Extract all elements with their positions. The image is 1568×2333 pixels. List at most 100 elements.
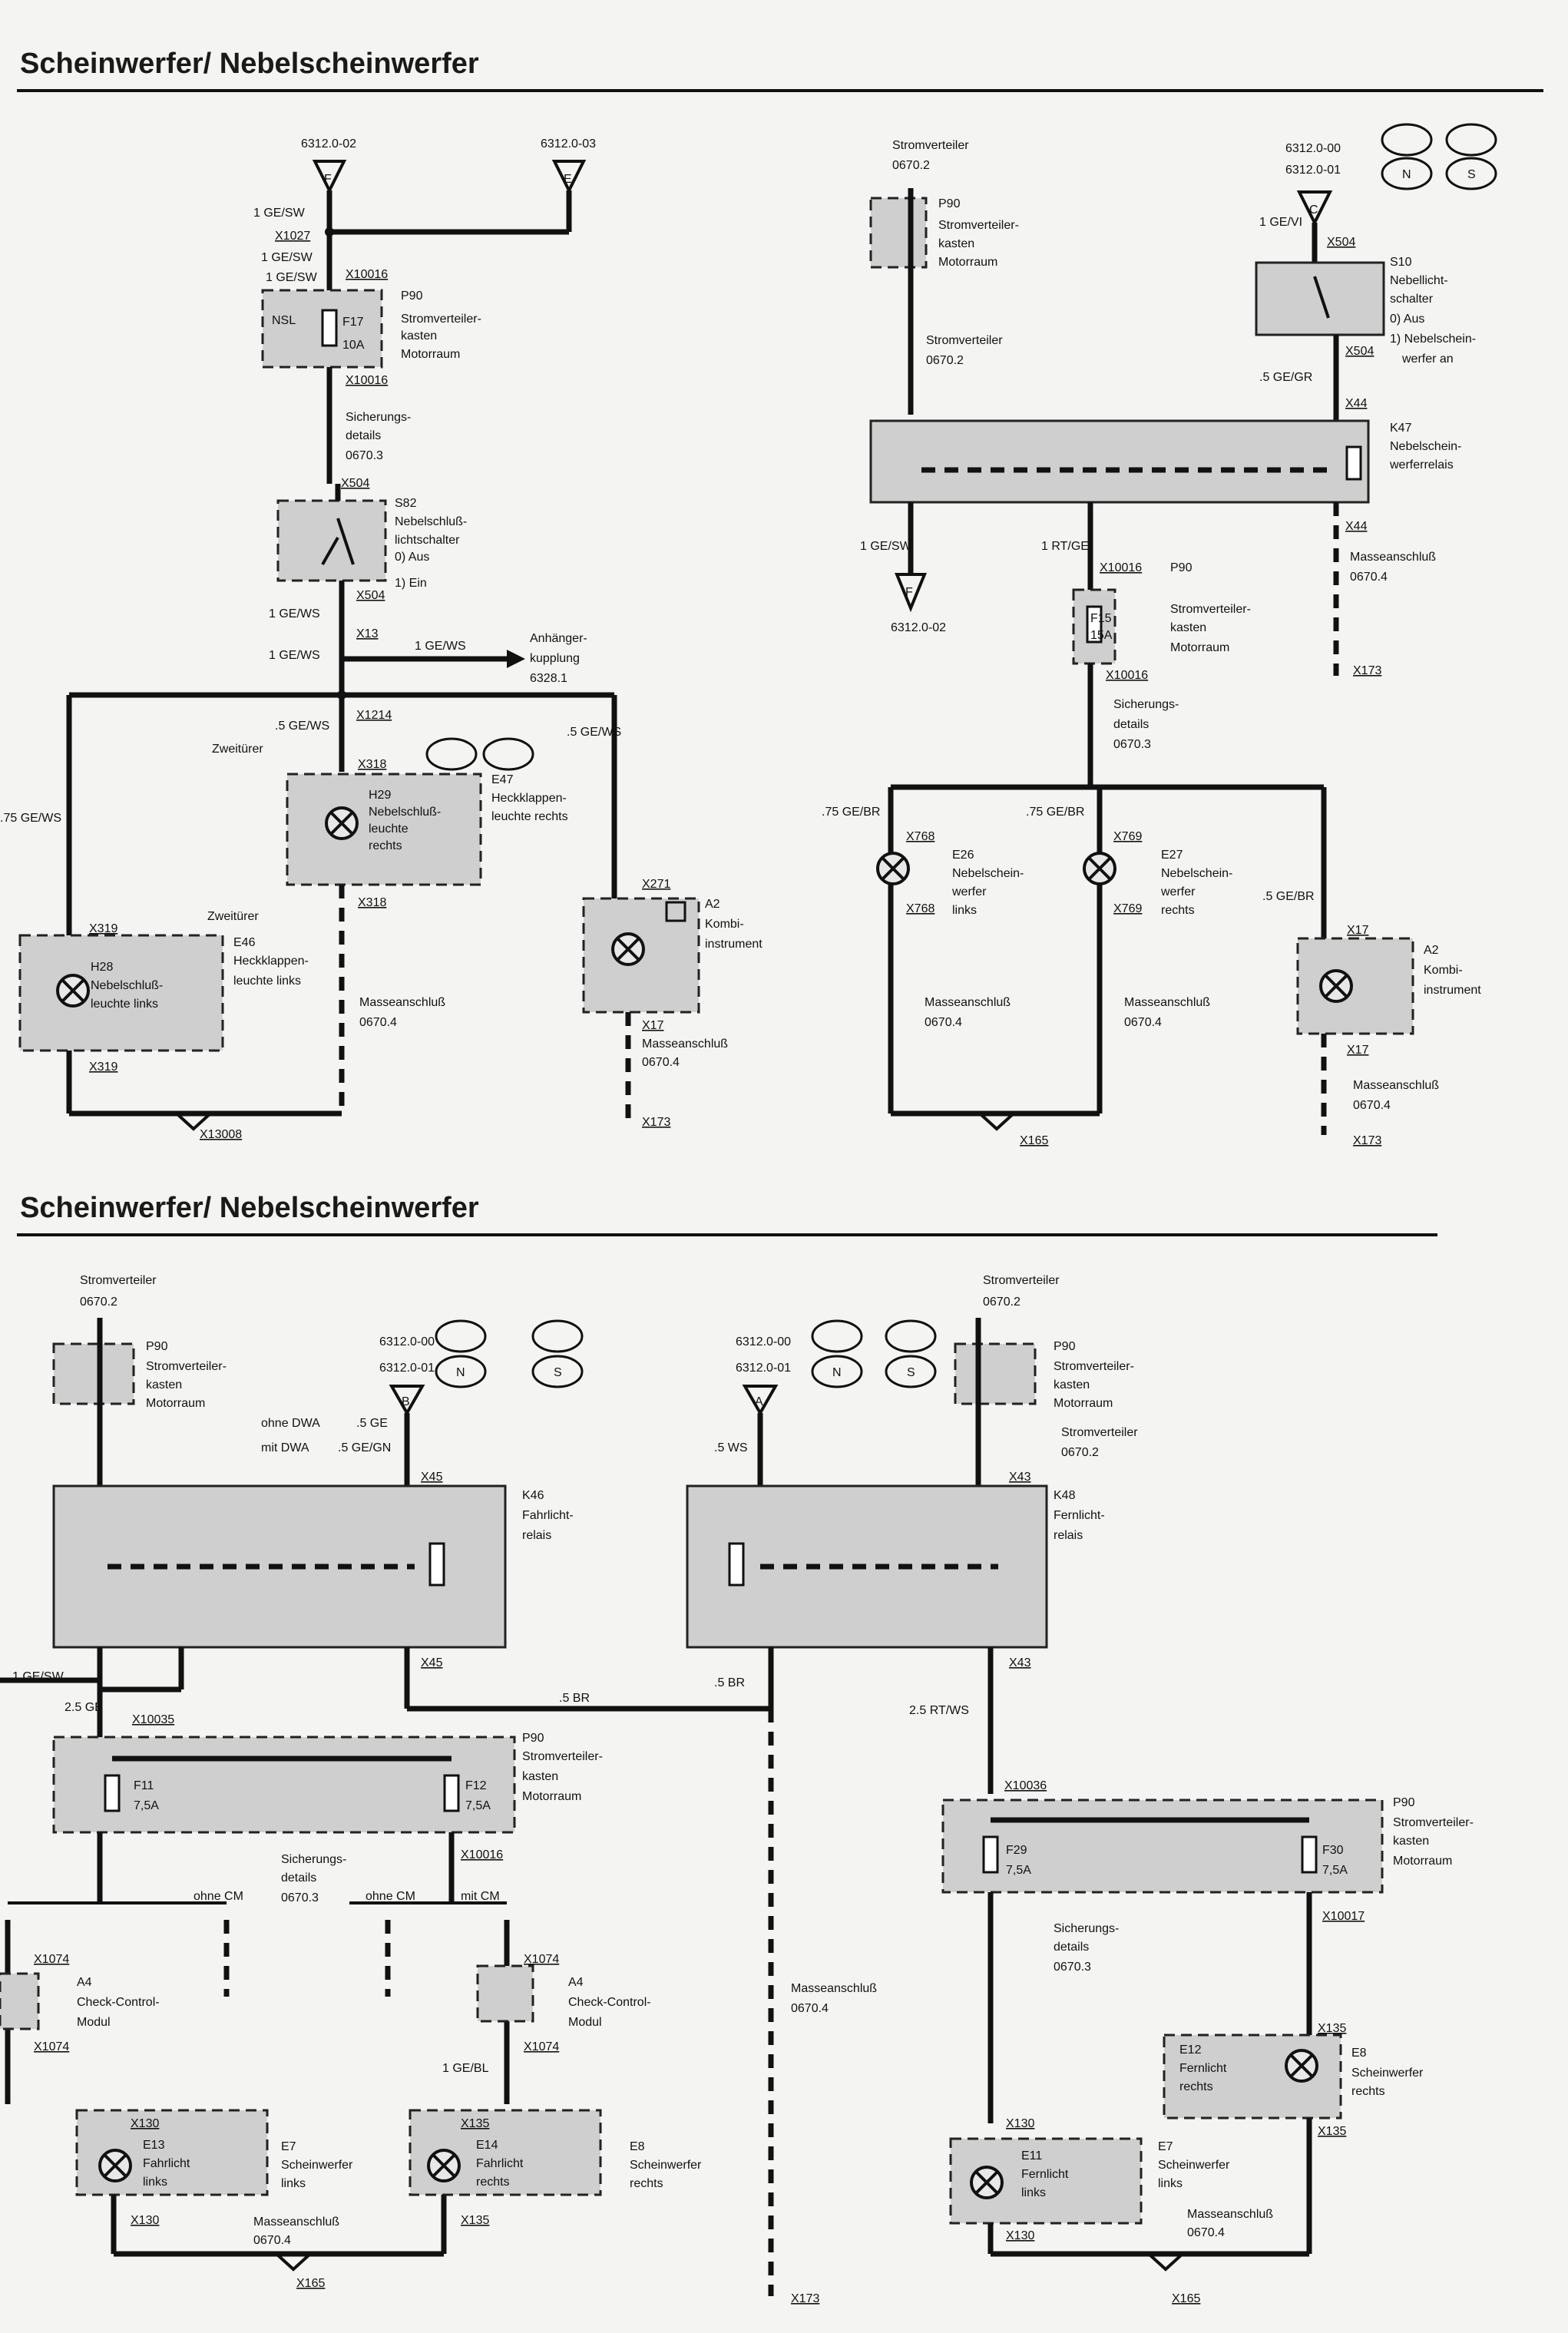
diagram-label: kupplung	[530, 652, 580, 665]
car-badge-icon	[811, 1355, 863, 1388]
diagram-label: 1 RT/GE	[1041, 540, 1089, 553]
diagram-label: .5 GE/WS	[275, 720, 329, 733]
diagram-label: Modul	[77, 2016, 111, 2029]
diagram-label: X165	[1020, 1134, 1048, 1147]
diagram-label: X45	[421, 1471, 443, 1484]
diagram-label: X17	[642, 1019, 664, 1032]
diagram-label: 6312.0-00	[379, 1335, 435, 1349]
diagram-label: 6312.0-03	[541, 137, 596, 151]
diagram-label: rechts	[1179, 2080, 1213, 2093]
diagram-label: F15	[1090, 612, 1112, 625]
fuse-icon	[104, 1774, 121, 1812]
diagram-label: 0670.4	[1353, 1099, 1391, 1112]
diagram-label: 7,5A	[1006, 1864, 1031, 1877]
diagram-label: .5 BR	[559, 1692, 590, 1705]
connector-arrow-icon	[895, 573, 927, 613]
diagram-label: X173	[791, 2292, 819, 2305]
diagram-label: links	[281, 2177, 306, 2190]
connector-arrow-icon	[312, 160, 347, 194]
diagram-label: Nebelschein-	[1161, 867, 1232, 880]
section-fog-rear: F E	[18, 160, 700, 1131]
diagram-label: Nebelschein-	[952, 867, 1024, 880]
diagram-label: .5 WS	[714, 1441, 748, 1454]
diagram-label: werferrelais	[1389, 458, 1454, 472]
diagram-label: X271	[642, 878, 670, 891]
diagram-label: X43	[1009, 1471, 1031, 1484]
diagram-label: schalter	[1390, 293, 1434, 306]
diagram-label: 1 GE/SW	[860, 540, 912, 553]
car-badge-icon	[1381, 157, 1433, 190]
diagram-label: 7,5A	[1322, 1864, 1348, 1877]
ground-icon	[1147, 2252, 1184, 2272]
diagram-label: X10016	[461, 1848, 503, 1861]
diagram-label: Stromverteiler	[926, 334, 1003, 347]
diagram-label: Check-Control-	[568, 1996, 651, 2009]
diagram-label: 1 GE/VI	[1259, 216, 1302, 229]
diagram-label: leuchte	[369, 822, 409, 836]
fuse-icon	[1086, 605, 1103, 644]
diagram-label: werfer	[1160, 885, 1196, 898]
check-control-box	[0, 1972, 40, 2030]
diagram-label: Sicherungs-	[1113, 698, 1179, 711]
diagram-label: .5 GE/GR	[1259, 371, 1312, 384]
diagram-label: X10017	[1322, 1910, 1365, 1923]
diagram-label: 6312.0-01	[1285, 164, 1341, 177]
diagram-label: X768	[906, 830, 935, 843]
diagram-label: S82	[395, 497, 417, 510]
diagram-label: E8	[630, 2140, 645, 2153]
diagram-label: .5 GE/BR	[1262, 890, 1315, 903]
diagram-label: links	[952, 904, 977, 917]
diagram-label: 15A	[1090, 629, 1113, 642]
diagram-label: rechts	[1161, 904, 1195, 917]
diagram-label: Motorraum	[522, 1790, 581, 1803]
diagram-label: Stromverteiler	[1061, 1426, 1138, 1439]
diagram-label: ohne DWA	[261, 1417, 320, 1430]
diagram-label: X165	[296, 2277, 325, 2290]
diagram-label: Stromverteiler	[983, 1274, 1060, 1287]
diagram-label: X130	[1006, 2117, 1034, 2130]
diagram-label: Fahrlicht	[143, 2157, 190, 2170]
car-badge-icon	[665, 901, 686, 922]
diagram-label: Fahrlicht-	[522, 1509, 574, 1522]
diagram-label: kasten	[938, 237, 974, 250]
diagram-label: Motorraum	[401, 348, 460, 361]
diagram-label: 6312.0-01	[379, 1362, 435, 1375]
ground-icon	[175, 1112, 212, 1131]
diagram-label: Kombi-	[705, 918, 744, 931]
badge-s: S	[554, 1366, 562, 1379]
diagram-label: E47	[491, 773, 514, 786]
diagram-label: X165	[1172, 2292, 1200, 2305]
relay-coil-icon	[728, 1542, 745, 1587]
diagram-label: Nebelschluß-	[395, 515, 467, 528]
diagram-label: Stromverteiler-	[938, 219, 1019, 232]
diagram-label: kasten	[146, 1378, 182, 1392]
car-badge-icon	[885, 1319, 937, 1353]
connector-letter: C	[1309, 204, 1318, 217]
diagram-label: 7,5A	[134, 1799, 159, 1812]
diagram-label: X1074	[524, 2040, 559, 2053]
diagram-label: 7,5A	[465, 1799, 491, 1812]
car-badge-icon	[531, 1355, 584, 1388]
lamp-box-h29	[286, 773, 482, 886]
diagram-label: H29	[369, 789, 391, 802]
diagram-label: X504	[341, 477, 369, 490]
switch-icon	[321, 518, 355, 565]
diagram-label: Masseanschluß	[925, 996, 1011, 1009]
relay-coil-icon	[1345, 445, 1362, 481]
diagram-label: P90	[1170, 561, 1193, 574]
diagram-label: X17	[1347, 924, 1369, 937]
ground-icon	[978, 1112, 1015, 1131]
diagram-label: X173	[1353, 664, 1381, 677]
fuse-icon	[1301, 1835, 1318, 1874]
diagram-label: details	[1054, 1941, 1089, 1954]
diagram-label: mit DWA	[261, 1441, 309, 1454]
diagram-label: Heckklappen-	[233, 955, 309, 968]
fuse-box-p90	[954, 1342, 1037, 1405]
diagram-label: X130	[131, 2117, 159, 2130]
diagram-label: X504	[1345, 345, 1374, 358]
diagram-label: Masseanschluß	[253, 2216, 339, 2229]
page-title-bottom: Scheinwerfer/ Nebelscheinwerfer	[20, 1192, 479, 1224]
diagram-label: Kombi-	[1424, 964, 1463, 977]
